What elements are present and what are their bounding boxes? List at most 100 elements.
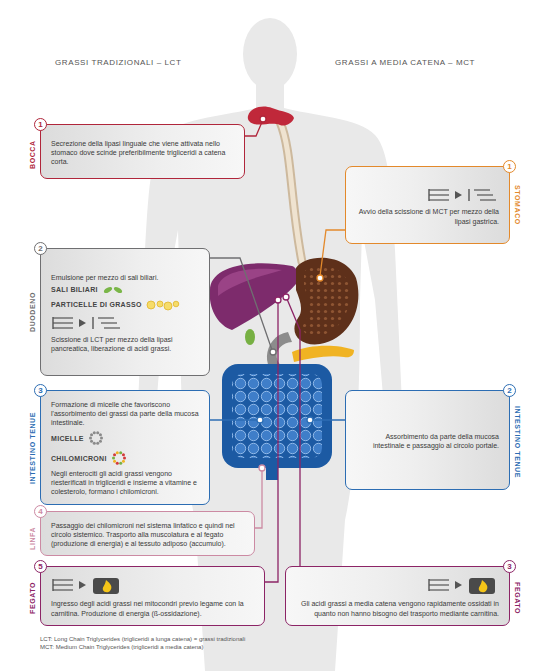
liver-highlight bbox=[218, 269, 282, 296]
glyph-stroke bbox=[53, 585, 73, 586]
flame-icon bbox=[51, 577, 123, 595]
arrow-head bbox=[455, 581, 462, 589]
icon-holder bbox=[51, 577, 256, 595]
chylo-dot bbox=[119, 462, 122, 465]
step-panel: 5FEGATOIngresso degli acidi grassi nei m… bbox=[40, 566, 265, 626]
section-label-holder: FEGATO bbox=[29, 582, 37, 614]
chylo-dot bbox=[113, 454, 116, 457]
step-text-holder: Assorbimento da parte della mucosa intes… bbox=[354, 432, 499, 450]
arrow-head bbox=[455, 191, 462, 199]
callout-number-holder: 1 bbox=[503, 160, 516, 173]
step-text-holder: Negli enterociti gli acidi grassi vengon… bbox=[51, 469, 201, 496]
chylo-dot bbox=[113, 460, 116, 463]
section-label-holder: BOCCA bbox=[29, 140, 37, 169]
flame-icon bbox=[427, 577, 499, 595]
chylo-dot bbox=[116, 462, 119, 465]
step-text: Gli acidi grassi a media catena vengono … bbox=[294, 599, 499, 617]
micelle-dot bbox=[96, 432, 99, 435]
leader-dot bbox=[270, 349, 276, 355]
glyph-stroke bbox=[429, 585, 449, 586]
fat-particle bbox=[157, 301, 163, 307]
column-heading: GRASSI TRADIZIONALI – LCT bbox=[55, 58, 181, 67]
step-text: Assorbimento da parte della mucosa intes… bbox=[354, 432, 499, 450]
callout-number-holder: 4 bbox=[34, 505, 47, 518]
section-label-holder: INTESTINO TENUE bbox=[29, 411, 37, 483]
item-label-holder: CHILOMICRONI bbox=[51, 450, 201, 466]
glyph-stroke bbox=[53, 580, 73, 581]
section-label-holder: INTESTINO TENUE bbox=[513, 406, 521, 478]
callout-number: 1 bbox=[38, 120, 42, 129]
micelle-dot bbox=[93, 432, 96, 435]
glyph-stroke bbox=[480, 200, 496, 201]
section-label: FEGATO bbox=[514, 582, 521, 614]
chylo-dot bbox=[119, 452, 122, 455]
bile-salt-symbol bbox=[113, 286, 123, 294]
step-text: Scissione di LCT per mezzo della lipasi … bbox=[51, 335, 201, 353]
glyph-stroke bbox=[53, 322, 73, 323]
micelle-dot bbox=[96, 442, 99, 445]
leader-line bbox=[320, 230, 345, 276]
chylo-dot bbox=[112, 457, 115, 460]
item-label: SALI BILIARI bbox=[51, 285, 98, 294]
leaf-icon bbox=[102, 285, 124, 295]
step-text: Negli enterociti gli acidi grassi vengon… bbox=[51, 469, 201, 496]
leader-line bbox=[245, 122, 262, 136]
step-text-holder: Ingresso degli acidi grassi nei mitocond… bbox=[51, 576, 256, 617]
leader-line bbox=[312, 419, 345, 420]
callout-number-holder: 2 bbox=[34, 242, 47, 255]
section-label-holder: STOMACO bbox=[513, 185, 521, 225]
callout-number-holder: 2 bbox=[503, 384, 516, 397]
mitochondrion-box bbox=[469, 578, 495, 594]
colon-shape bbox=[222, 364, 332, 468]
glyph-stroke bbox=[429, 590, 449, 591]
callout-number: 3 bbox=[507, 562, 511, 571]
stomach-lining bbox=[303, 265, 350, 336]
glyph-stroke bbox=[53, 327, 73, 328]
fat-particle bbox=[147, 301, 155, 309]
glyph-stroke bbox=[429, 190, 449, 191]
leader-dot bbox=[317, 275, 323, 281]
chylo-dot bbox=[123, 457, 126, 460]
callout-number: 5 bbox=[38, 562, 42, 571]
chylo-dot bbox=[122, 454, 125, 457]
callout-number: 2 bbox=[507, 386, 511, 395]
leader-line bbox=[287, 299, 300, 566]
step-panel: 2DUODENOEmulsione per mezzo di sali bili… bbox=[40, 248, 210, 376]
chylo-dot bbox=[116, 452, 119, 455]
leader-line bbox=[210, 419, 258, 420]
step-text: Ingresso degli acidi grassi nei mitocond… bbox=[51, 599, 256, 617]
step-text-holder: Formazione di micelle che favoriscono l'… bbox=[51, 400, 201, 427]
leader-dots bbox=[257, 116, 323, 471]
small-intestine-shape bbox=[232, 374, 322, 458]
oesophagus-shape bbox=[280, 122, 302, 262]
item-label-holder: SALI BILIARI bbox=[51, 285, 201, 295]
glyph-stroke bbox=[429, 195, 449, 196]
leader-line bbox=[265, 302, 278, 582]
mouth-shape bbox=[248, 106, 294, 125]
section-label: LINFA bbox=[29, 526, 36, 549]
micelle-icon bbox=[88, 430, 104, 446]
section-label-holder: FEGATO bbox=[513, 582, 521, 614]
leader-dot bbox=[307, 417, 313, 423]
micelle-dot bbox=[89, 437, 92, 440]
step-panel: 1STOMACOAvvio della scissione di MCT per… bbox=[345, 166, 510, 244]
chylo-dot bbox=[122, 460, 125, 463]
chylo-icon bbox=[111, 450, 127, 466]
glyph-stroke bbox=[53, 317, 73, 318]
micelle-dot bbox=[99, 440, 102, 443]
micelle-dot bbox=[100, 437, 103, 440]
glyph-stroke bbox=[53, 590, 73, 591]
callout-number: 4 bbox=[38, 507, 42, 516]
fat-particle bbox=[173, 301, 179, 307]
split-icon bbox=[51, 315, 123, 331]
footnote: MCT: Medium Chain Triglycerides (triglic… bbox=[40, 644, 203, 650]
oesophagus-core bbox=[280, 122, 302, 262]
glyph-stroke bbox=[92, 317, 93, 329]
step-text-holder: Scissione di LCT per mezzo della lipasi … bbox=[51, 314, 201, 353]
section-label: DUODENO bbox=[29, 292, 36, 332]
leader-dot bbox=[283, 294, 289, 300]
column-heading: GRASSI A MEDIA CATENA – MCT bbox=[335, 58, 475, 67]
section-label: FEGATO bbox=[29, 582, 36, 614]
callout-number: 3 bbox=[38, 386, 42, 395]
step-panel: 3FEGATOGli acidi grassi a media catena v… bbox=[285, 566, 510, 626]
